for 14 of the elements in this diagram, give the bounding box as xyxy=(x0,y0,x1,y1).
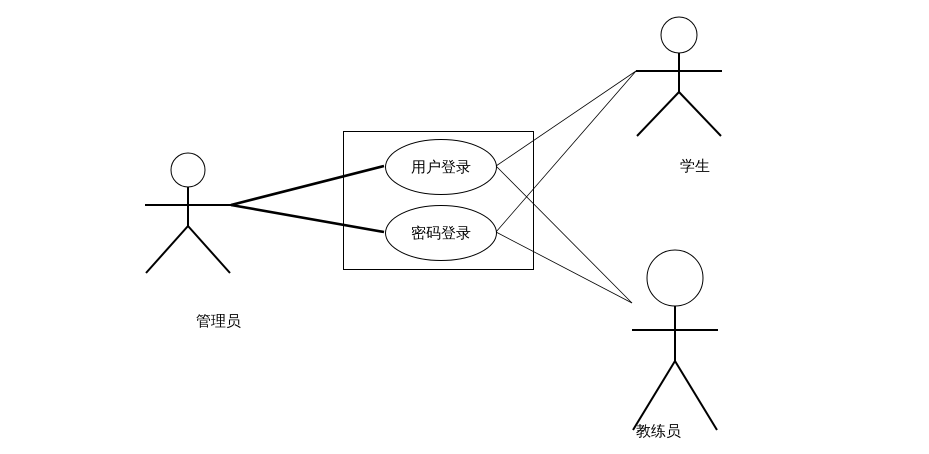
association-line xyxy=(496,70,636,166)
use-case-ellipse xyxy=(385,139,497,195)
actor-label: 学生 xyxy=(680,157,710,175)
use-case-label: 密码登录 xyxy=(411,224,471,242)
use-case-label: 用户登录 xyxy=(411,158,471,176)
association-line xyxy=(496,70,636,232)
use-case-ellipse xyxy=(385,205,497,261)
actor-label: 管理员 xyxy=(196,312,241,330)
association-line xyxy=(230,204,384,234)
association-line xyxy=(230,164,384,206)
association-line xyxy=(496,232,632,304)
system-boundary xyxy=(343,131,534,270)
actor-label: 教练员 xyxy=(636,422,681,440)
association-line xyxy=(496,166,632,304)
